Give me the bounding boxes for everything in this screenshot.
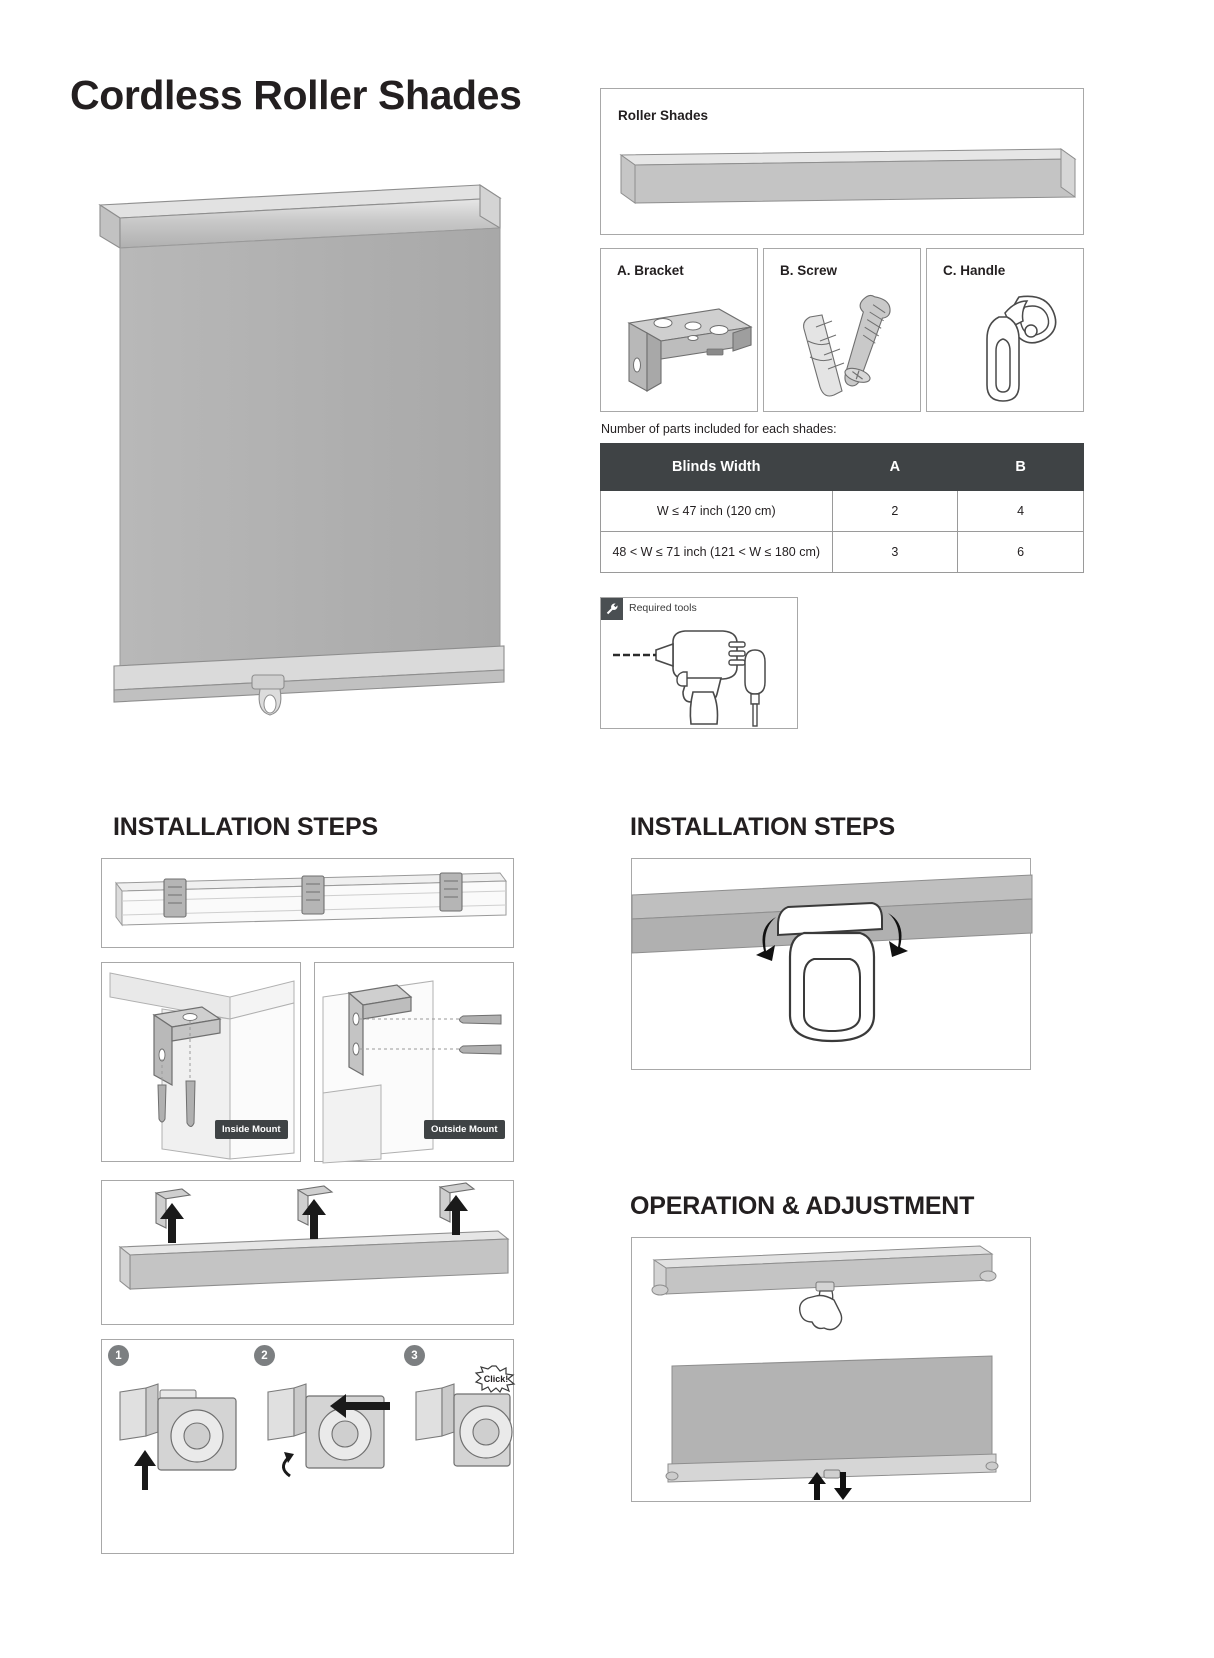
table-row: W ≤ 47 inch (120 cm) 2 4 (600, 490, 1084, 532)
required-tools-label: Required tools (629, 602, 697, 614)
tools-illustration (613, 630, 766, 727)
cell-width: 48 < W ≤ 71 inch (121 < W ≤ 180 cm) (600, 531, 833, 573)
step-number-3: 3 (404, 1345, 425, 1366)
badge-outside-mount: Outside Mount (424, 1120, 505, 1139)
step-2-illustration (267, 1383, 390, 1478)
page-title: Cordless Roller Shades (70, 72, 522, 118)
cell-width: W ≤ 47 inch (120 cm) (600, 490, 833, 532)
panel-rail-with-brackets (101, 858, 514, 948)
table-header-row: Blinds Width A B (600, 443, 1084, 491)
panel-numbered-steps (101, 1339, 514, 1554)
parts-table: Blinds Width A B W ≤ 47 inch (120 cm) 2 … (600, 443, 1084, 573)
screwdriver-icon (744, 649, 766, 727)
required-tools-box: Required tools (600, 597, 798, 729)
installation-steps-heading-left: INSTALLATION STEPS (113, 813, 378, 841)
panel-handle-attachment (631, 858, 1033, 1070)
part-b-label: B. Screw (780, 263, 838, 278)
part-c-label: C. Handle (943, 263, 1006, 278)
col-header-b: B (957, 443, 1084, 491)
wrench-icon (601, 598, 623, 620)
cell-a: 2 (831, 490, 959, 532)
badge-inside-mount: Inside Mount (215, 1120, 288, 1139)
product-overview-box: Roller Shades (600, 88, 1084, 235)
step-number-1: 1 (108, 1345, 129, 1366)
panel-operation-adjustment (631, 1237, 1031, 1502)
installation-steps-heading-right: INSTALLATION STEPS (630, 813, 895, 841)
col-header-width: Blinds Width (600, 443, 833, 491)
operation-adjustment-heading: OPERATION & ADJUSTMENT (630, 1192, 975, 1220)
rolled-shade-icon (619, 148, 1077, 204)
drill-icon (613, 630, 746, 725)
handle-icon (927, 283, 1083, 411)
col-header-a: A (831, 443, 959, 491)
parts-table-caption: Number of parts included for each shades… (601, 422, 837, 436)
bracket-icon (601, 283, 757, 411)
screw-icon (764, 283, 920, 411)
click-label: Click! (483, 1374, 509, 1384)
table-row: 48 < W ≤ 71 inch (121 < W ≤ 180 cm) 3 6 (600, 531, 1084, 573)
step-3-illustration (415, 1383, 513, 1467)
part-a-label: A. Bracket (617, 263, 684, 278)
part-box-bracket: A. Bracket (600, 248, 758, 412)
part-box-handle: C. Handle (926, 248, 1084, 412)
part-box-screw: B. Screw (763, 248, 921, 412)
hero-roller-shade-illustration (80, 170, 520, 730)
step-1-illustration (119, 1383, 237, 1490)
product-box-label: Roller Shades (618, 108, 709, 123)
cell-b: 6 (957, 531, 1084, 573)
cell-b: 4 (957, 490, 1084, 532)
click-callout: Click! (474, 1365, 516, 1394)
cell-a: 3 (831, 531, 959, 573)
panel-lift-rail-onto-brackets (101, 1180, 514, 1325)
step-number-2: 2 (254, 1345, 275, 1366)
